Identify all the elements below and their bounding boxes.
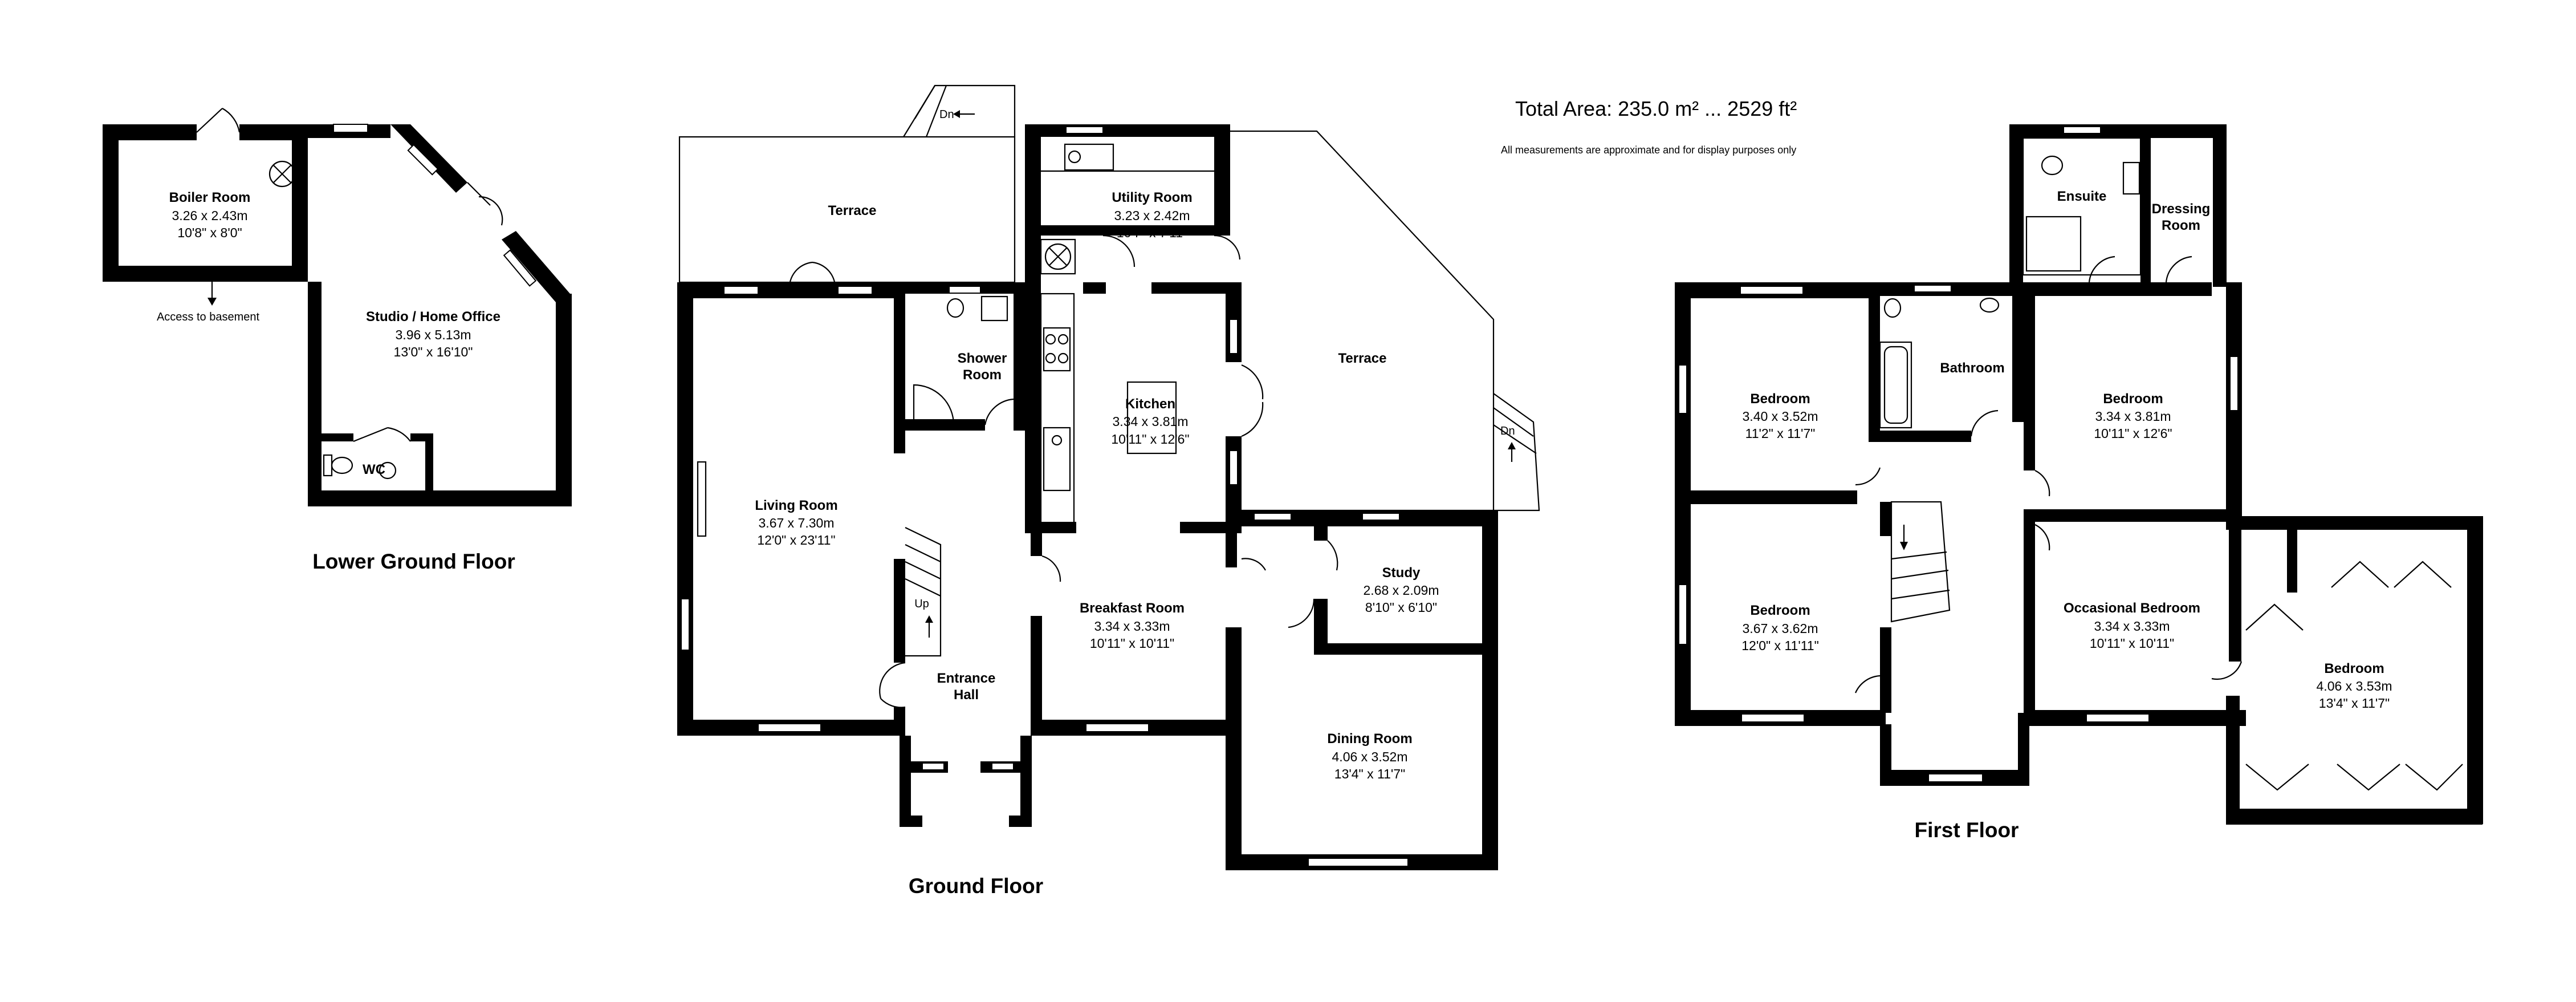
bedroom-3-name: Bedroom	[1750, 603, 1810, 618]
bedroom-4-name: Bedroom	[2324, 661, 2384, 676]
shower-tray	[2025, 216, 2082, 272]
wc-name: WC	[363, 462, 385, 477]
bathroom-name: Bathroom	[1940, 360, 2004, 376]
study-name: Study	[1382, 565, 1421, 581]
study-metric: 2.68 x 2.09m	[1364, 583, 1439, 598]
bedroom-2-metric: 3.34 x 3.81m	[2095, 409, 2171, 424]
boiler-icon	[1040, 238, 1076, 275]
lower-ground-floor: Boiler Room 3.26 x 2.43m 10'8" x 8'0" Ac…	[103, 108, 572, 573]
stair-down-top-label: Dn	[939, 108, 954, 121]
study-imperial: 8'10" x 6'10"	[1365, 600, 1437, 615]
occasional-bedroom-imperial: 10'11" x 10'11"	[2090, 636, 2174, 651]
bedroom-1-metric: 3.40 x 3.52m	[1743, 409, 1818, 424]
living-room-imperial: 12'0" x 23'11"	[757, 533, 835, 547]
stair-down-right-label: Dn	[1500, 425, 1515, 437]
toilet-icon	[2041, 155, 2064, 176]
breakfast-room-metric: 3.34 x 3.33m	[1094, 619, 1170, 634]
kitchen-imperial: 10'11" x 12'6"	[1111, 432, 1189, 447]
ground-floor: Dn	[677, 84, 1540, 898]
utility-room-imperial: 10'7" x 7'11"	[1117, 225, 1187, 240]
basin-icon	[980, 295, 1008, 322]
access-basement-label: Access to basement	[157, 311, 260, 323]
bedroom-1-imperial: 11'2" x 11'7"	[1745, 426, 1816, 441]
breakfast-room-imperial: 10'11" x 10'11"	[1090, 636, 1174, 651]
bedroom-4-imperial: 13'4" x 11'7"	[2319, 696, 2390, 711]
bedroom-2-name: Bedroom	[2103, 391, 2163, 407]
hob-icon	[1043, 327, 1071, 372]
toilet-icon	[323, 454, 353, 477]
breakfast-room-name: Breakfast Room	[1080, 601, 1185, 616]
occasional-bedroom-metric: 3.34 x 3.33m	[2094, 619, 2170, 634]
studio-name: Studio / Home Office	[366, 309, 500, 324]
boiler-room-imperial: 10'8" x 8'0"	[177, 225, 242, 240]
living-room-name: Living Room	[755, 498, 837, 513]
kitchen-sink-icon	[1043, 427, 1071, 492]
toilet-icon	[1883, 298, 1902, 318]
lower-ground-title: Lower Ground Floor	[312, 550, 515, 573]
entrance-hall-name-1: Entrance	[937, 671, 996, 686]
shower-room-name-2: Room	[963, 367, 1002, 383]
kitchen-metric: 3.34 x 3.81m	[1113, 414, 1189, 429]
bedroom-3-imperial: 12'0" x 11'11"	[1741, 638, 1819, 653]
entrance-hall-name-2: Hall	[954, 687, 979, 703]
toilet-icon	[946, 298, 965, 318]
dining-room-name: Dining Room	[1327, 731, 1412, 747]
disclaimer: All measurements are approximate and for…	[1501, 144, 1796, 156]
occasional-bedroom-name: Occasional Bedroom	[2064, 601, 2200, 616]
bedroom-4-metric: 4.06 x 3.53m	[2317, 679, 2392, 693]
ground-floor-title: Ground Floor	[909, 874, 1043, 898]
first-floor: Ensuite Dressing Room Bedroom 3.40 x 3.5…	[1675, 124, 2483, 842]
utility-room-name: Utility Room	[1112, 190, 1192, 205]
dressing-room-name-2: Room	[2162, 218, 2200, 233]
bedroom-3-metric: 3.67 x 3.62m	[1743, 621, 1818, 636]
first-floor-title: First Floor	[1915, 818, 2019, 842]
terrace-right-name: Terrace	[1338, 351, 1387, 366]
terrace-left-name: Terrace	[828, 203, 877, 218]
studio-imperial: 13'0" x 16'10"	[394, 344, 473, 359]
bedroom-1-name: Bedroom	[1750, 391, 1810, 407]
shower-room-name-1: Shower	[958, 351, 1007, 366]
bathtub-icon	[1879, 341, 1912, 429]
kitchen-name: Kitchen	[1125, 396, 1175, 412]
living-room-metric: 3.67 x 7.30m	[759, 516, 835, 530]
basin-icon	[1979, 297, 2000, 313]
basin-icon	[2122, 161, 2140, 195]
dining-room-metric: 4.06 x 3.52m	[1332, 749, 1408, 764]
boiler-room-name: Boiler Room	[169, 190, 251, 205]
boiler-icon	[268, 160, 296, 188]
dressing-room-name-1: Dressing	[2152, 201, 2211, 217]
kitchen-island	[1126, 381, 1177, 455]
total-area: Total Area: 235.0 m² ... 2529 ft²	[1515, 97, 1797, 120]
stair-up-label: Up	[914, 598, 929, 610]
utility-room-metric: 3.23 x 2.42m	[1114, 208, 1190, 223]
bedroom-2-imperial: 10'11" x 12'6"	[2094, 426, 2172, 441]
shower-tray	[913, 384, 955, 426]
basin-icon	[379, 461, 397, 480]
studio-metric: 3.96 x 5.13m	[396, 327, 471, 342]
ensuite-name: Ensuite	[2057, 189, 2107, 204]
dining-room-imperial: 13'4" x 11'7"	[1334, 766, 1405, 781]
boiler-room-metric: 3.26 x 2.43m	[172, 208, 248, 223]
sink-icon	[1064, 143, 1114, 171]
